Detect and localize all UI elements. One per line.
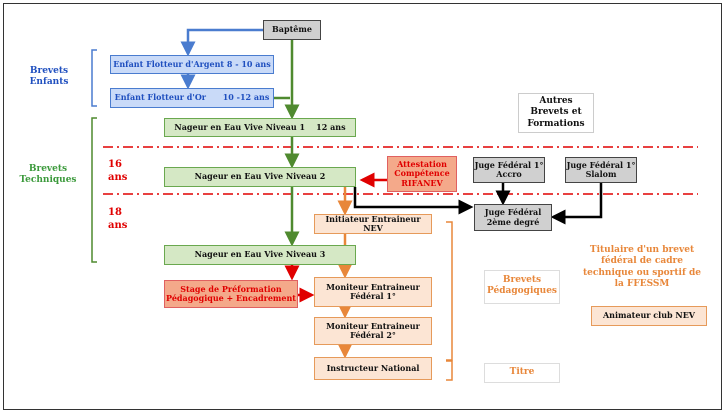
- box-animateur-club: Animateur club NEV: [591, 306, 707, 326]
- box-flotteur-or: Enfant Flotteur d'Or 10 -12 ans: [110, 88, 274, 108]
- box-moniteur-federal-2: Moniteur Entraineur Fédéral 2°: [314, 317, 432, 345]
- label-titre: Titre: [484, 363, 560, 383]
- box-instructeur-national: Instructeur National: [314, 357, 432, 380]
- box-attestation-rifanev: Attestation Compétence RIFANEV: [387, 156, 457, 192]
- label-titulaire: Titulaire d'un brevet fédéral de cadre t…: [583, 245, 701, 289]
- label-autres-brevets: Autres Brevets et Formations: [518, 93, 594, 133]
- box-nageur-niveau-2: Nageur en Eau Vive Niveau 2: [164, 167, 356, 187]
- label-brevets-pedagogiques: Brevets Pédagogiques: [484, 270, 560, 304]
- diagram-frame: [3, 3, 722, 410]
- box-juge-2eme-degre: Juge Fédéral 2ème degré: [474, 204, 552, 231]
- box-nageur-niveau-1: Nageur en Eau Vive Niveau 1 12 ans: [164, 118, 356, 137]
- label-brevets-techniques: Brevets Techniques: [19, 164, 77, 186]
- box-nageur-niveau-3: Nageur en Eau Vive Niveau 3: [164, 245, 356, 265]
- box-juge-accro: Juge Fédéral 1° Accro: [473, 157, 545, 183]
- bracket-titre: [446, 360, 453, 381]
- bracket-techniques: [91, 117, 97, 263]
- arrow-bapteme-argent: [180, 28, 263, 57]
- box-moniteur-federal-1: Moniteur Entraineur Fédéral 1°: [314, 277, 432, 307]
- bracket-enfants: [91, 49, 97, 107]
- box-juge-slalom: Juge Fédéral 1° Slalom: [565, 157, 637, 183]
- arrow-slalom-juge2: [550, 183, 603, 225]
- label-age-16: 16 ans: [108, 159, 128, 183]
- box-stage-preformation: Stage de Préformation Pédagogique + Enca…: [164, 280, 298, 308]
- label-brevets-enfants: Brevets Enfants: [29, 66, 69, 88]
- box-flotteur-argent: Enfant Flotteur d'Argent 8 - 10 ans: [110, 55, 274, 74]
- box-bapteme: Baptême: [263, 20, 321, 40]
- arrow-niveau2-juge2: [353, 187, 474, 215]
- label-age-18: 18 ans: [108, 207, 128, 231]
- box-initiateur-entraineur: Initiateur Entraineur NEV: [314, 214, 432, 234]
- bracket-pedagogiques: [446, 221, 453, 361]
